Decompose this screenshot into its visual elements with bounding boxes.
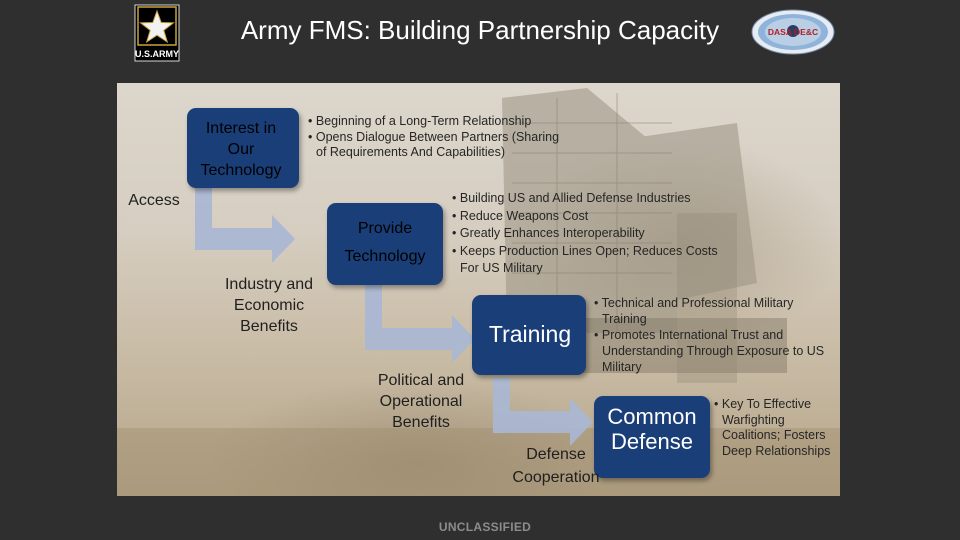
bullet-item: • Reduce Weapons Cost [452, 208, 589, 223]
step-box-training [472, 295, 586, 375]
bullet-item: • Keeps Production Lines Open; Reduces C… [452, 243, 718, 276]
step-label-defense: Common Defense [607, 404, 697, 454]
label-access: Access [128, 192, 180, 209]
step-box-defense [594, 396, 710, 478]
flow-arrow-3 [493, 378, 593, 446]
army-star-logo: U.S.ARMY [134, 4, 180, 62]
classification-footer: UNCLASSIFIED [438, 520, 532, 534]
label-industry: Industry and Economic Benefits [224, 276, 314, 335]
dsca-seal-icon: DASA DE&C [751, 9, 835, 55]
bullet-item: • Opens Dialogue Between Partners (Shari… [308, 129, 560, 160]
flow-arrow-1 [195, 185, 295, 263]
bullet-item: • Greatly Enhances Interoperability [452, 226, 645, 240]
bullets-defense: • Key To Effective Warfighting Coalition… [714, 397, 842, 459]
flow-arrow-2 [365, 285, 475, 363]
bullet-item: • Key To Effective Warfighting Coalition… [714, 397, 831, 458]
bullet-item: • Promotes International Trust and Under… [594, 328, 825, 374]
step-label-training: Training [488, 321, 572, 347]
step-box-provide [327, 203, 443, 285]
step-box-interest [187, 108, 299, 188]
bullet-item: • Beginning of a Long-Term Relationship [308, 114, 532, 128]
step-label-interest: Interest in Our Technology [200, 120, 282, 179]
missile-launcher-scene [117, 88, 840, 496]
bullets-interest: • Beginning of a Long-Term Relationship … [308, 114, 570, 161]
bullet-item: • Technical and Professional Military Tr… [594, 296, 794, 326]
army-logo-text: U.S.ARMY [135, 49, 179, 59]
slide-title: Army FMS: Building Partnership Capacity [240, 15, 720, 45]
step-label-provide: Provide Technology [344, 220, 426, 265]
bullets-training: • Technical and Professional Military Tr… [594, 295, 834, 375]
label-defense-cooperation: Defense Cooperation [498, 443, 614, 489]
seal-text: DASA DE&C [768, 27, 818, 37]
label-defense-cooperation-text: Defense Cooperation [512, 446, 600, 486]
bullet-item: • Building US and Allied Defense Industr… [452, 191, 691, 205]
label-political: Political and Operational Benefits [377, 372, 465, 431]
bullets-provide: • Building US and Allied Defense Industr… [452, 190, 724, 278]
